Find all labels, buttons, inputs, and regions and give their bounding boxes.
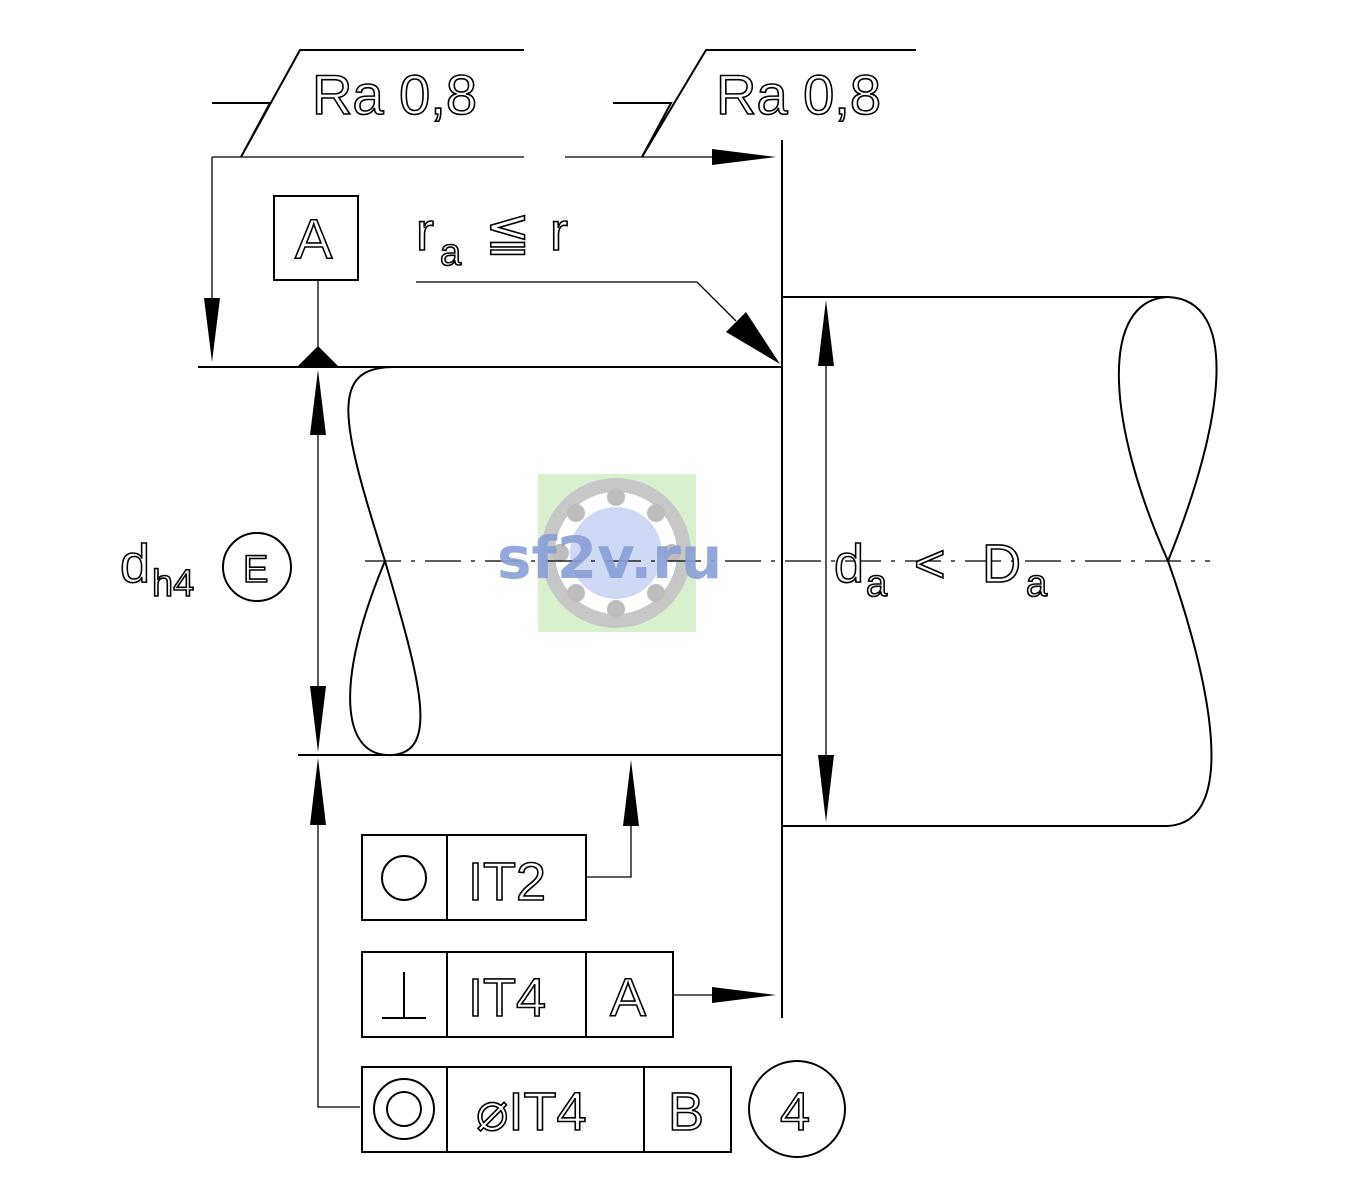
datum-triangle-icon (298, 346, 338, 366)
radius-note: r a ≦ r (415, 201, 780, 364)
radius-r: r (416, 202, 434, 262)
arrow-down-icon (310, 686, 326, 752)
concentricity-icon (373, 1078, 435, 1140)
surface-texture-top: Ra 0,8 (204, 49, 524, 362)
arrow-up-icon (310, 758, 326, 825)
note-circle (748, 1060, 846, 1158)
shaft-dim-sub: h4 (152, 563, 194, 605)
shaft-outline (198, 366, 782, 757)
radius-sub: a (440, 232, 462, 274)
arrow-up-icon (310, 370, 326, 435)
fcf-roundness: IT2 (361, 760, 639, 921)
arrow-up-icon (818, 300, 834, 366)
fcf-perp-datum: A (610, 968, 646, 1028)
datum-letter: A (295, 207, 333, 270)
shoulder-dim-d: d (834, 534, 864, 594)
shoulder-dim-Dsub: a (1026, 563, 1048, 605)
datum-feature-a: A (273, 195, 359, 366)
arrow-down-icon (204, 298, 220, 362)
radius-rel: ≦ (485, 202, 530, 262)
arrow-right-icon (712, 987, 776, 1003)
arrow-right-icon (712, 149, 776, 165)
fcf-coax-tol: ⌀IT4 (476, 1082, 587, 1142)
shaft-break-line (347, 366, 422, 757)
fcf-coax-datum: B (668, 1082, 704, 1142)
shoulder-diameter-dimension: d a < D a (818, 300, 1049, 822)
fcf-perp-tol: IT4 (468, 968, 546, 1028)
shoulder-dim-rel: < (914, 534, 946, 594)
coaxiality-leader (310, 758, 360, 1108)
shoulder-outline (782, 296, 1218, 827)
shoulder-dim-sub: a (866, 563, 888, 605)
envelope-letter: E (243, 549, 268, 591)
leader-arrow-icon (726, 312, 780, 364)
arrow-up-icon (623, 760, 639, 826)
circularity-icon (381, 855, 427, 901)
radius-rhs: r (550, 202, 568, 262)
shoulder-dim-D: D (982, 534, 1021, 594)
arrow-down-icon (818, 755, 834, 822)
fcf-coax-note: 4 (780, 1082, 810, 1142)
fcf-coaxiality: ⌀IT4 B 4 (361, 1060, 846, 1158)
surface-top-label: Ra 0,8 (312, 63, 477, 126)
watermark-logo (538, 474, 696, 632)
watermark-text: sf2v.ru (497, 524, 722, 592)
surface-texture-face: Ra 0,8 (565, 49, 916, 165)
shaft-dim-d: d (120, 534, 150, 594)
fcf-perpendicularity: IT4 A (361, 951, 776, 1038)
fcf-roundness-tol: IT2 (468, 852, 546, 912)
perpendicularity-icon (382, 972, 426, 1019)
surface-face-label: Ra 0,8 (716, 63, 881, 126)
shaft-diameter-dimension: d h4 E (119, 370, 326, 752)
